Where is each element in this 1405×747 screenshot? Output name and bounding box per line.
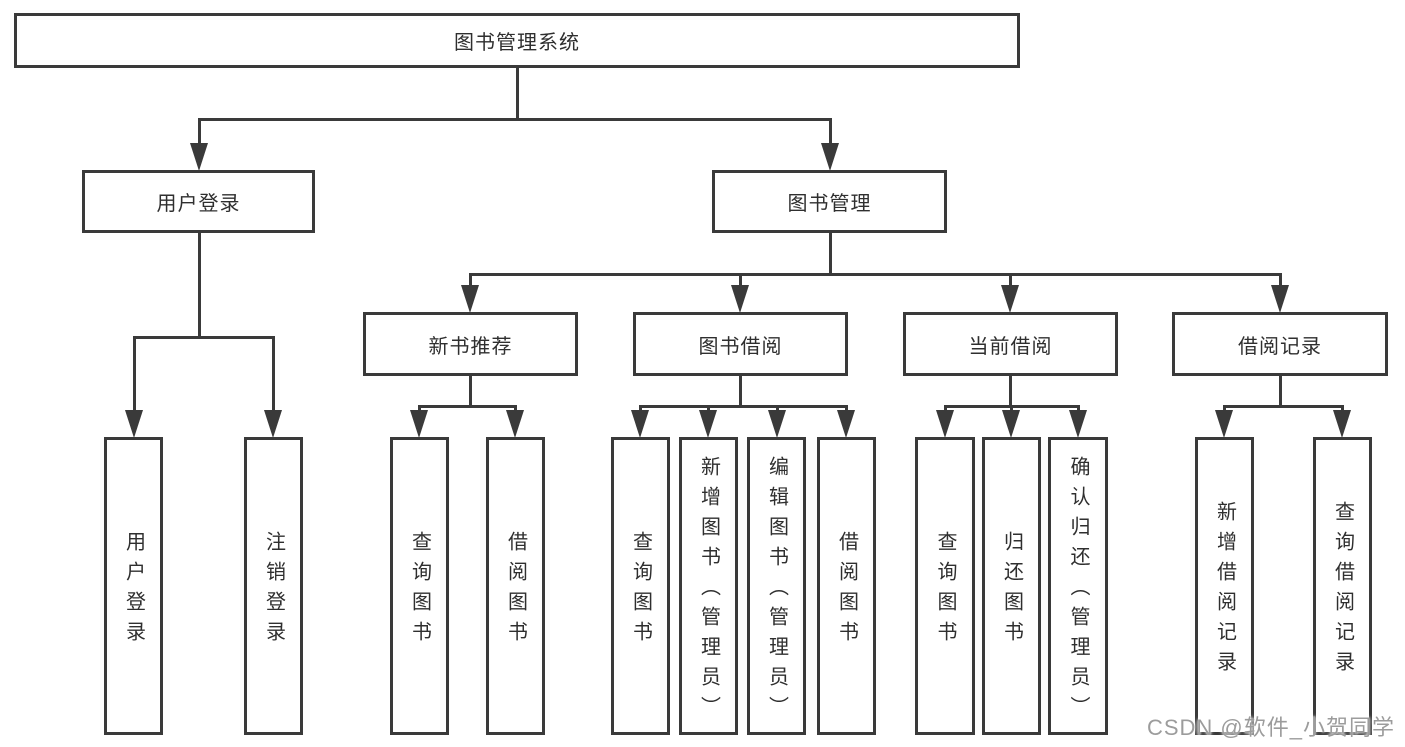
arrow-down-book-management [821,143,839,171]
arrow-down-book-borrow [731,285,749,313]
leaf-user-login-label: 用户登录 [122,531,145,651]
node-user-login: 用户登录 [82,170,315,233]
connector-book-management-drop [829,233,832,276]
arrow-down-cb-return [1002,410,1020,438]
connector-stub-leaf-user-login [133,336,136,414]
arrow-down-bb-borrow [837,410,855,438]
leaf-user-login: 用户登录 [104,437,163,735]
node-book-borrow-label: 图书借阅 [698,335,783,358]
leaf-bb-add-books: 新增图书（管理员） [679,437,738,735]
node-current-borrow-label: 当前借阅 [968,335,1053,358]
node-borrow-records: 借阅记录 [1172,312,1388,376]
node-user-login-label: 用户登录 [156,193,241,215]
arrow-down-bb-add [699,410,717,438]
leaf-br-query-record: 查询借阅记录 [1313,437,1372,735]
leaf-cb-query-books: 查询图书 [915,437,975,735]
leaf-bb-edit-books: 编辑图书（管理员） [747,437,806,735]
arrow-down-current-borrow [1001,285,1019,313]
connector-nbr-drop [469,376,472,408]
leaf-logout: 注销登录 [244,437,303,735]
node-current-borrow: 当前借阅 [903,312,1118,376]
arrow-down-cb-confirm [1069,410,1087,438]
leaf-br-query-record-label: 查询借阅记录 [1331,501,1354,681]
leaf-br-add-record: 新增借阅记录 [1195,437,1254,735]
node-book-management: 图书管理 [712,170,947,233]
connector-level3-rail [469,273,1282,276]
connector-nbr-rail [418,405,517,408]
leaf-bb-query-books-label: 查询图书 [629,531,652,651]
connector-br-rail [1223,405,1343,408]
leaf-nbr-query-books: 查询图书 [390,437,449,735]
connector-user-login-rail [133,336,275,339]
arrow-down-user-login [190,143,208,171]
leaf-bb-borrow-books-label: 借阅图书 [835,531,858,651]
arrow-down-bb-query [631,410,649,438]
node-borrow-records-label: 借阅记录 [1238,335,1322,358]
node-root: 图书管理系统 [14,13,1020,68]
arrow-down-new-book-recommend [461,285,479,313]
connector-stub-book-management [829,118,832,148]
leaf-bb-add-books-label: 新增图书（管理员） [697,456,720,726]
arrow-down-nbr-borrow [506,410,524,438]
connector-stub-leaf-logout [272,336,275,414]
leaf-cb-confirm-return-label: 确认归还（管理员） [1067,456,1089,726]
leaf-br-add-record-label: 新增借阅记录 [1213,501,1236,681]
node-root-label: 图书管理系统 [454,32,580,54]
connector-user-login-drop [198,233,201,339]
connector-stub-user-login [198,118,201,148]
arrow-down-leaf-logout [264,410,282,438]
csdn-watermark: CSDN @软件_小贺同学 [1146,715,1395,740]
connector-stub-current-borrow [1009,273,1012,289]
arrow-down-cb-query [936,410,954,438]
leaf-nbr-borrow-books: 借阅图书 [486,437,545,735]
connector-bb-drop [739,376,742,408]
leaf-bb-query-books: 查询图书 [611,437,670,735]
arrow-down-borrow-records [1271,285,1289,313]
arrow-down-br-query [1333,410,1351,438]
node-book-management-label: 图书管理 [787,193,872,215]
connector-bb-rail [639,405,847,408]
node-new-book-recommend-label: 新书推荐 [428,335,513,358]
leaf-cb-return-books: 归还图书 [982,437,1041,735]
connector-stub-new-book-recommend [469,273,472,289]
leaf-cb-return-books-label: 归还图书 [1000,531,1023,651]
arrow-down-nbr-query [410,410,428,438]
connector-stub-book-borrow [739,273,742,289]
arrow-down-leaf-user-login [125,410,143,438]
leaf-cb-confirm-return: 确认归还（管理员） [1048,437,1108,735]
node-book-borrow: 图书借阅 [633,312,848,376]
connector-root-drop [516,68,519,121]
arrow-down-bb-edit [768,410,786,438]
connector-br-drop [1279,376,1282,408]
leaf-nbr-query-books-label: 查询图书 [408,531,431,651]
connector-level2-rail [198,118,832,121]
leaf-nbr-borrow-books-label: 借阅图书 [504,531,527,651]
node-new-book-recommend: 新书推荐 [363,312,578,376]
leaf-cb-query-books-label: 查询图书 [934,531,956,651]
leaf-logout-label: 注销登录 [262,531,285,651]
leaf-bb-borrow-books: 借阅图书 [817,437,876,735]
connector-stub-borrow-records [1279,273,1282,289]
connector-cb-drop [1009,376,1012,408]
arrow-down-br-add [1215,410,1233,438]
leaf-bb-edit-books-label: 编辑图书（管理员） [765,456,788,726]
